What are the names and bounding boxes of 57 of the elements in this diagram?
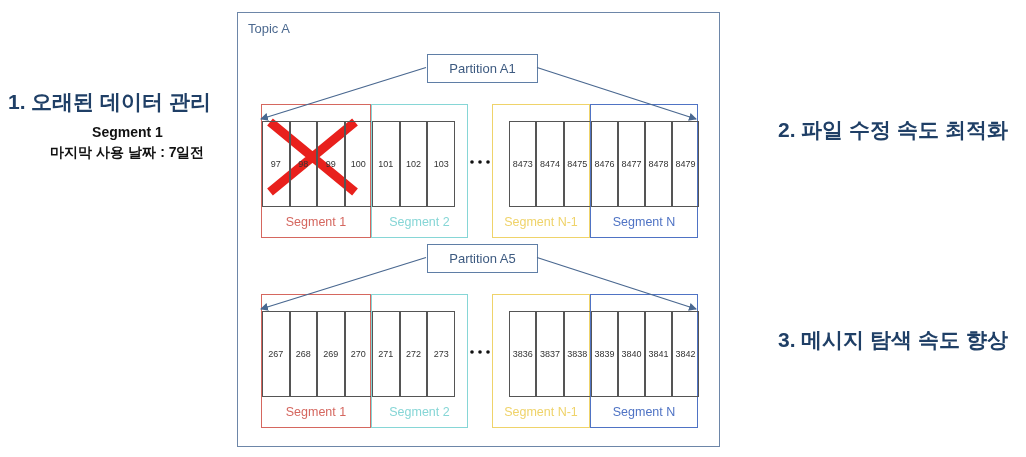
offset-cell: 268	[289, 311, 317, 397]
segment-label: Segment N-1	[503, 215, 579, 229]
offset-cell: 3837	[536, 311, 564, 397]
segment-box	[261, 294, 371, 428]
offset-cell: 3841	[645, 311, 672, 397]
offset-cell: 272	[399, 311, 428, 397]
arrow	[536, 66, 697, 121]
panel-title: Topic A	[248, 21, 290, 36]
offset-cell: 8473	[509, 121, 537, 207]
segment-label: Segment 1	[284, 215, 348, 229]
heading-text: 2. 파일 수정 속도 최적화	[778, 117, 1008, 143]
offset-cell: 271	[372, 311, 400, 397]
offset-cell: 8474	[536, 121, 564, 207]
heading-text: 1. 오래된 데이터 관리	[8, 89, 212, 115]
segment-box	[371, 294, 468, 428]
offset-cell: 8477	[618, 121, 645, 207]
offset-cell: 103	[427, 121, 456, 207]
offset-cell: 100	[344, 121, 372, 207]
offset-cell: 102	[399, 121, 428, 207]
offset-cell: 97	[262, 121, 290, 207]
segment-box	[590, 294, 698, 428]
partition-box: Partition A1	[427, 54, 538, 83]
offset-cell: 3840	[618, 311, 645, 397]
segment-box	[261, 104, 371, 238]
segment-box	[492, 104, 590, 238]
offset-cell: 98	[289, 121, 317, 207]
segment-label: Segment 1	[284, 405, 348, 419]
offset-cell: 270	[344, 311, 372, 397]
arrow	[536, 256, 697, 311]
offset-cell: 3838	[563, 311, 591, 397]
offset-cell: 3839	[591, 311, 618, 397]
segment-label: Segment 2	[388, 215, 451, 229]
offset-cell: 3836	[509, 311, 537, 397]
segment-label: Segment N-1	[503, 405, 579, 419]
offset-cell: 273	[427, 311, 456, 397]
offset-cell: 99	[317, 121, 345, 207]
note-text: 마지막 사용 날짜 : 7일전	[49, 144, 206, 162]
offset-cell: 8476	[591, 121, 618, 207]
segment-box	[590, 104, 698, 238]
segment-label: Segment N	[611, 405, 677, 419]
arrow	[260, 66, 427, 121]
offset-cell: 8479	[672, 121, 699, 207]
segment-box	[371, 104, 468, 238]
arrow	[260, 256, 427, 311]
offset-cell: 101	[372, 121, 400, 207]
topic-panel	[237, 12, 720, 447]
partition-box: Partition A5	[427, 244, 538, 273]
segment-box	[492, 294, 590, 428]
offset-cell: 267	[262, 311, 290, 397]
offset-cell: 269	[317, 311, 345, 397]
offset-cell: 3842	[672, 311, 699, 397]
heading-text: 3. 메시지 탐색 속도 향상	[778, 327, 1008, 353]
offset-cell: 8478	[645, 121, 672, 207]
note-text: Segment 1	[91, 124, 164, 140]
offset-cell: 8475	[563, 121, 591, 207]
segment-label: Segment 2	[388, 405, 451, 419]
segment-label: Segment N	[611, 215, 677, 229]
